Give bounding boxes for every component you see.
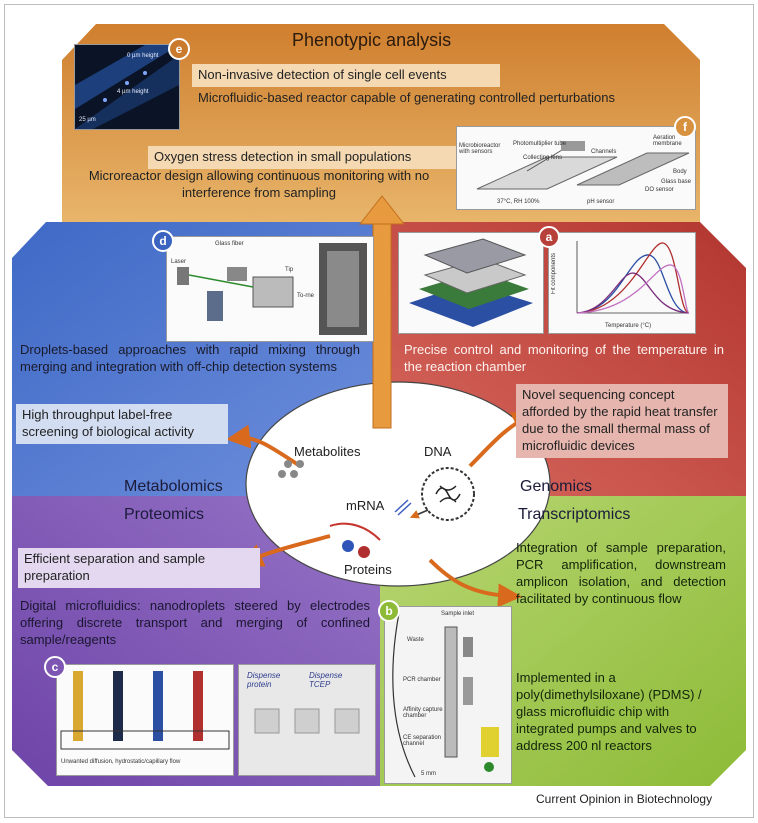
panel-f-label-1: Microbioreactor with sensors [459, 143, 501, 155]
badge-a: a [538, 226, 560, 248]
arrow-to-metabolomics [226, 424, 302, 468]
proteins-label: Proteins [344, 562, 392, 577]
phenotypic-box-2: Oxygen stress detection in small populat… [148, 146, 456, 169]
panel-c-droplets [254, 708, 360, 734]
transcriptomics-label: Transcriptomics [518, 506, 631, 523]
protein-blue [342, 540, 354, 552]
panel-e-image: 0 µm height 4 µm height 25 µm [74, 44, 180, 130]
phenotypic-text-1: Microfluidic-based reactor capable of ge… [198, 90, 615, 105]
dna-label: DNA [424, 444, 452, 459]
panel-f-label-8: DO sensor [645, 187, 674, 193]
panel-c-right-image: Dispense protein Dispense TCEP [238, 664, 376, 776]
panel-f-label-4: Channels [591, 149, 617, 155]
panel-c-electrodes [60, 671, 230, 750]
upward-arrow-head [358, 195, 406, 225]
panel-a-ylabel: Fit components [551, 253, 557, 295]
phenotypic-box-1: Non-invasive detection of single cell ev… [192, 64, 500, 87]
protein-red [358, 546, 370, 558]
metabolite-dot [296, 460, 304, 468]
panel-d-label-4: To-rne [297, 293, 315, 299]
badge-c: c [44, 656, 66, 678]
panel-b-label-3: PCR chamber [403, 677, 441, 683]
genomics-text: Precise control and monitoring of the te… [404, 342, 724, 374]
genomics-box: Novel sequencing concept afforded by the… [516, 384, 728, 458]
arrow-to-transcriptomics [428, 558, 522, 608]
mrna-arrow [409, 509, 429, 519]
panel-b-label-6: 5 mm [421, 771, 436, 777]
upward-arrow-shaft [372, 217, 392, 429]
panel-f-schematic [476, 141, 690, 190]
panel-f-label-5: Aeration membrane [653, 135, 682, 147]
panel-b-label-5: CE separation channel [403, 735, 442, 747]
metabolite-dot [278, 470, 286, 478]
panel-a-device [409, 238, 533, 327]
panel-c-label-2: Dispense TCEP [309, 671, 343, 689]
panel-f-label-3: Collecting lens [523, 155, 563, 161]
metabolite-dot [290, 470, 298, 478]
badge-d: d [152, 230, 174, 252]
dna-coil [435, 485, 461, 503]
panel-e-scale: 25 µm [79, 117, 96, 123]
panel-e-microscopy [75, 45, 179, 129]
panel-e-label-2: 4 µm height [117, 89, 149, 95]
panel-f-image: Microbioreactor with sensors Photomultip… [456, 126, 696, 210]
mrna-strand [394, 499, 412, 516]
panel-f-label-7: Glass base [661, 179, 692, 185]
proteomics-text: Digital microfluidics: nanodroplets stee… [20, 598, 370, 647]
mrna-label: mRNA [346, 498, 385, 513]
metabolomics-box: High throughput label-free screening of … [16, 404, 228, 444]
badge-e: e [168, 38, 190, 60]
panel-b-label-4: Affinity capture chamber [403, 707, 443, 719]
panel-e-label-1: 0 µm height [127, 53, 159, 59]
panel-c-label-1: Dispense protein [247, 671, 281, 689]
panel-d-image: Glass fiber Laser Tip To-rne [166, 236, 374, 342]
metabolite-dot [284, 460, 292, 468]
proteomics-box: Efficient separation and sample preparat… [18, 548, 260, 588]
phenotypic-analysis-title: Phenotypic analysis [292, 30, 452, 50]
panel-a-xlabel: Temperature (°C) [605, 323, 652, 329]
panel-d-label-1: Glass fiber [215, 241, 244, 247]
protein-red-strand [329, 522, 381, 541]
dna-ring [421, 467, 475, 521]
panel-a-chart [576, 241, 690, 314]
panel-a-chart-image: Fit components Temperature (°C) [548, 232, 696, 334]
panel-f-label-10: 37°C, RH 100% [497, 199, 540, 205]
panel-f-label-2: Photomultiplier tube [513, 141, 567, 147]
panel-d-setup [177, 243, 367, 335]
panel-a-device-image [398, 232, 544, 334]
proteomics-label: Proteomics [124, 506, 205, 523]
journal-credit: Current Opinion in Biotechnology [536, 792, 713, 806]
panel-f-label-9: pH sensor [587, 199, 615, 205]
panel-b-image: Sample inlet Waste PCR chamber Affinity … [384, 606, 512, 784]
panel-d-label-3: Tip [285, 267, 294, 273]
transcriptomics-box: Integration of sample preparation, PCR a… [516, 540, 726, 606]
central-cell [245, 381, 551, 587]
badge-f: f [674, 116, 696, 138]
transcriptomics-text: Implemented in a poly(dimethylsiloxane) … [516, 670, 702, 753]
panel-b-label-1: Sample inlet [441, 611, 475, 617]
badge-b: b [378, 600, 400, 622]
metabolomics-text: Droplets-based approaches with rapid mix… [20, 342, 360, 374]
panel-c-left-image: Unwanted diffusion, hydrostatic/capillar… [56, 664, 234, 776]
panel-b-label-2: Waste [407, 637, 424, 643]
panel-b-chip [392, 612, 499, 778]
metabolomics-label: Metabolomics [124, 478, 223, 495]
genomics-label: Genomics [520, 478, 593, 495]
metabolites-label: Metabolites [294, 444, 361, 459]
panel-f-label-6: Body [673, 169, 687, 175]
phenotypic-text-2: Microreactor design allowing continuous … [88, 168, 430, 200]
panel-d-label-2: Laser [171, 259, 187, 265]
panel-c-label-3: Unwanted diffusion, hydrostatic/capillar… [61, 759, 181, 765]
